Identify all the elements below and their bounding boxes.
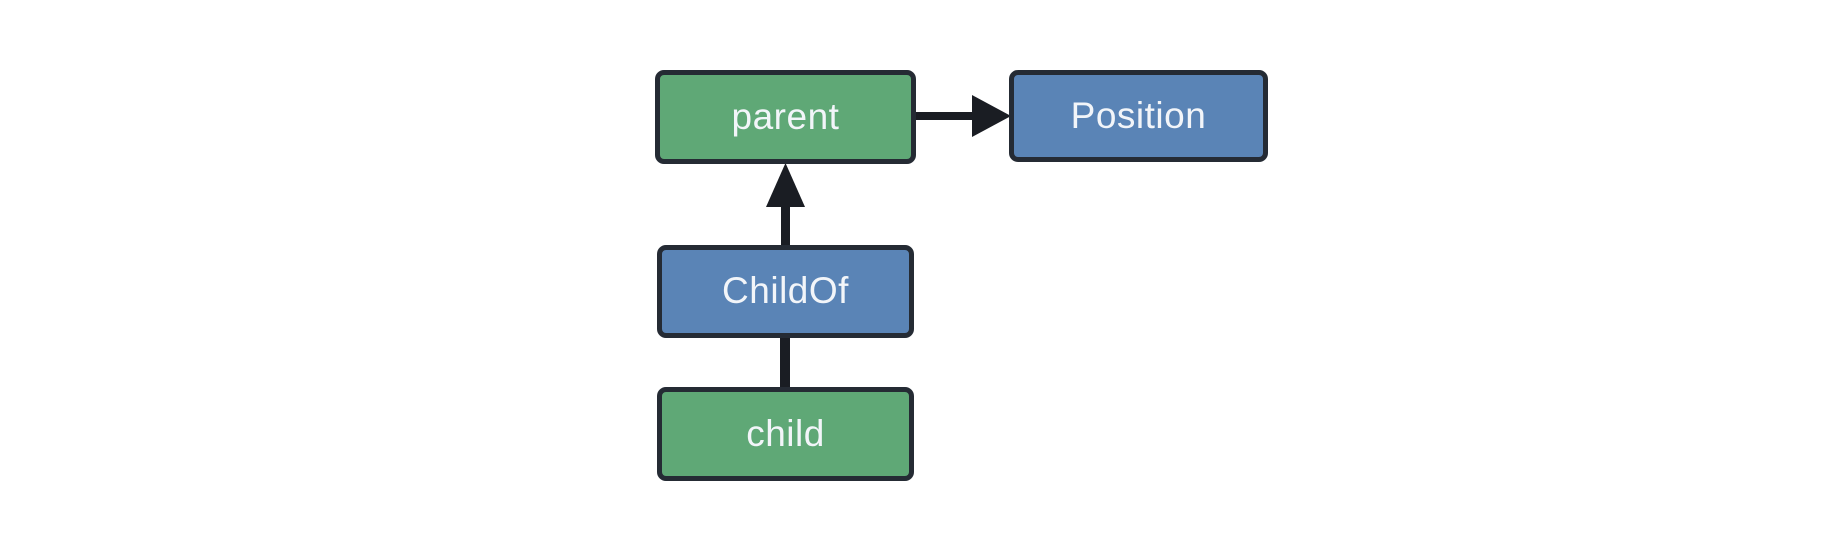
node-child-label: child: [746, 412, 825, 454]
node-childof-label: ChildOf: [722, 270, 849, 311]
node-childof: ChildOf: [657, 245, 914, 338]
edge-childof-to-parent-arrow-up-icon: [766, 163, 805, 247]
node-position-label: Position: [1070, 94, 1207, 136]
node-child: child: [657, 387, 914, 481]
node-parent: parent: [655, 70, 916, 164]
edge-child-to-childof-line: [780, 335, 790, 389]
node-parent-label: parent: [731, 95, 840, 137]
edge-parent-to-position-arrow-right-icon: [913, 95, 1011, 137]
node-position: Position: [1009, 70, 1268, 162]
